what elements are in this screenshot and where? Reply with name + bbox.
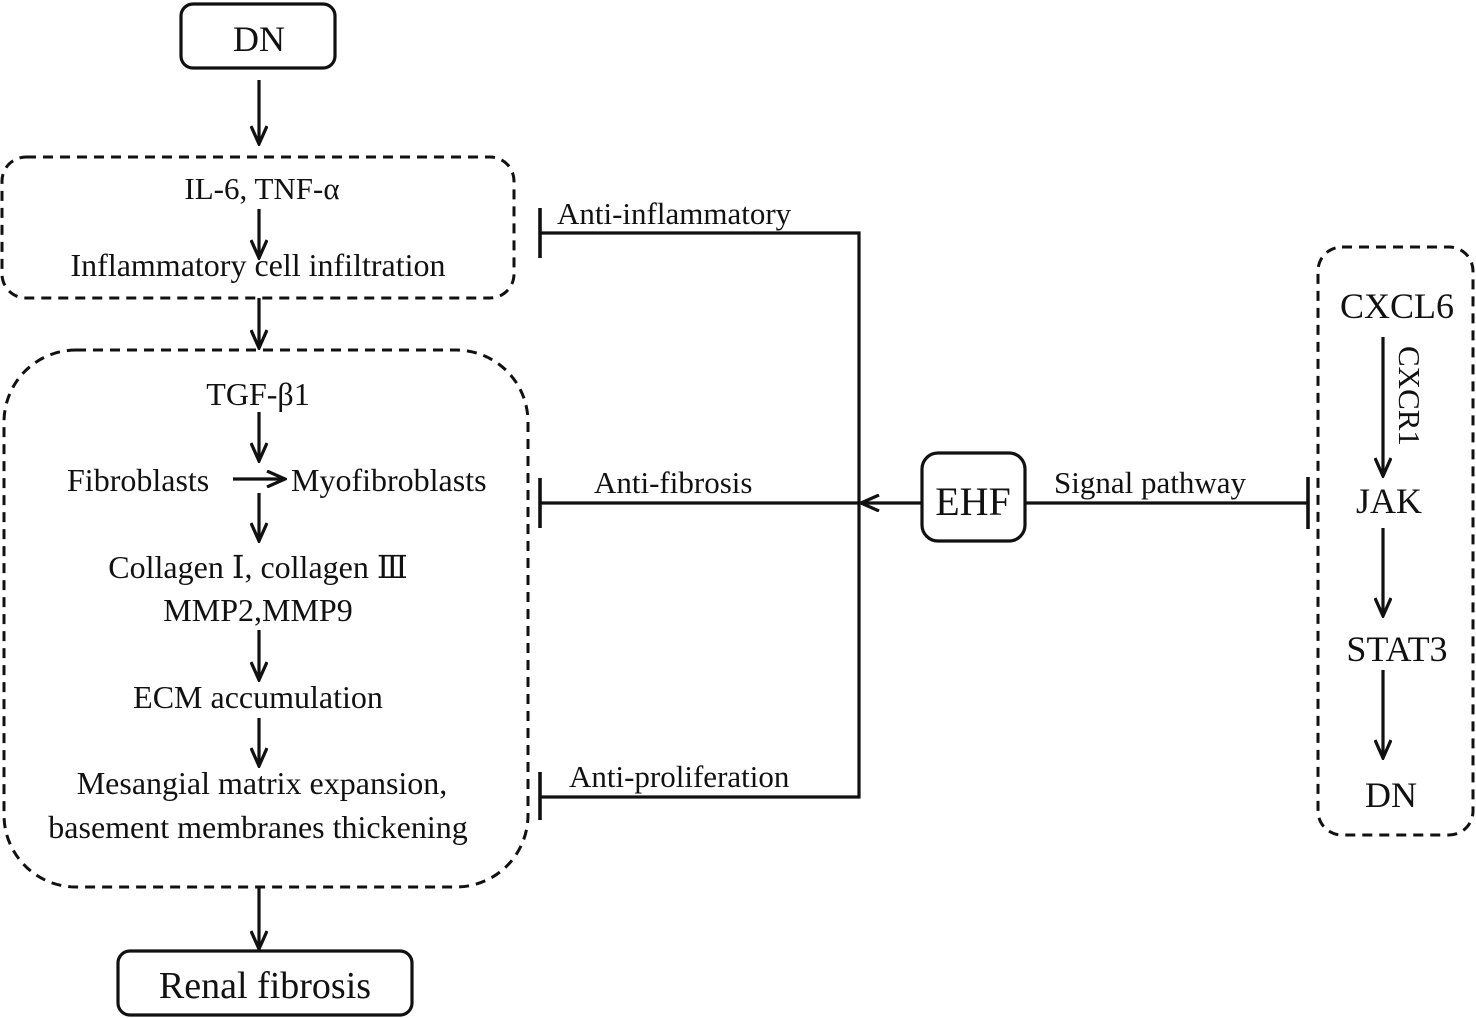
renal-fibrosis-box	[116, 949, 414, 1017]
cxcr1-label: CXCR1	[1392, 346, 1427, 446]
fibroblasts-label: Fibroblasts	[67, 462, 210, 498]
anti-proliferation-label: Anti-proliferation	[569, 759, 790, 794]
signal-pathway-label: Signal pathway	[1054, 465, 1246, 500]
jak-label: JAK	[1355, 481, 1423, 521]
cytokines-label: IL-6, TNF-α	[184, 171, 340, 206]
mesangial-label: Mesangial matrix expansion,	[76, 765, 448, 801]
infiltration-label: Inflammatory cell infiltration	[70, 247, 446, 283]
dn-top-label: DN	[233, 19, 285, 59]
dn-top-box	[179, 2, 337, 70]
stat3-label: STAT3	[1346, 629, 1448, 669]
anti-inflammatory-label: Anti-inflammatory	[557, 196, 792, 231]
tgf-label: TGF-β1	[206, 376, 310, 412]
inhibit-inflammation-line	[540, 231, 861, 799]
mmp-label: MMP2,MMP9	[163, 592, 353, 628]
renal-fibrosis-label: Renal fibrosis	[158, 965, 372, 1007]
myofibroblasts-label: Myofibroblasts	[291, 462, 487, 498]
cxcl6-label: CXCL6	[1339, 286, 1455, 326]
basement-label: basement membranes thickening	[48, 809, 468, 845]
ecm-label: ECM accumulation	[133, 679, 383, 715]
ehf-label: EHF	[935, 479, 1011, 524]
fibrosis-group-box	[2, 348, 530, 889]
ehf-box	[920, 451, 1027, 543]
inflammation-group-box	[0, 155, 516, 300]
anti-fibrosis-label: Anti-fibrosis	[594, 465, 753, 500]
collagen-label: Collagen Ⅰ, collagen Ⅲ	[108, 549, 408, 585]
dn-bottom-label: DN	[1365, 775, 1417, 815]
signal-pathway-group-box	[1316, 245, 1475, 837]
